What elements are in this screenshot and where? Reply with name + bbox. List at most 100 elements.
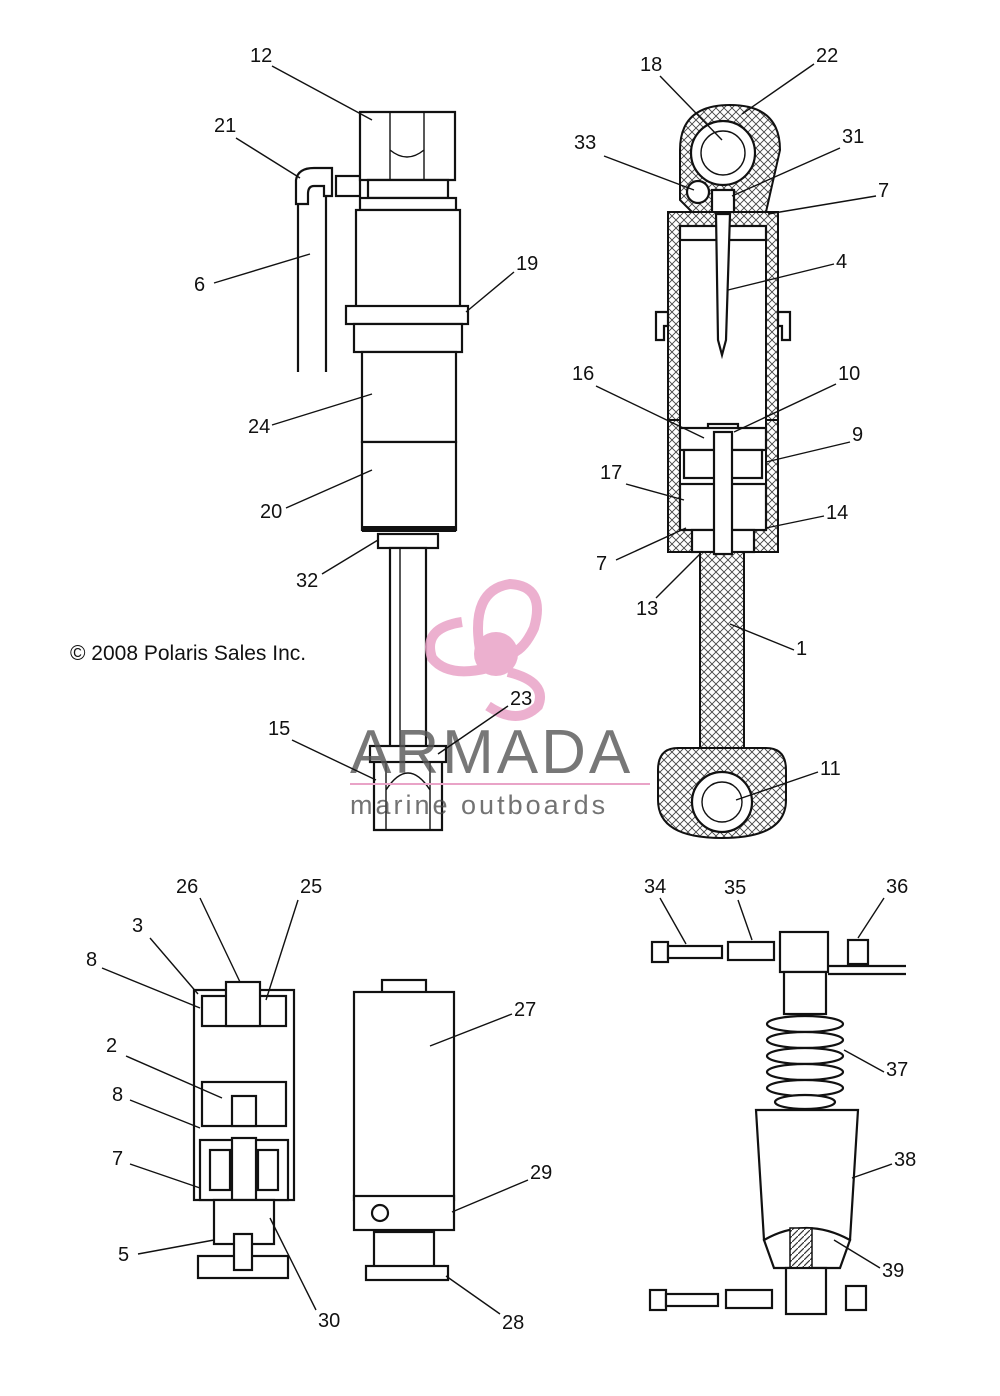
armada-watermark: ARMADA marine outboards: [350, 578, 650, 820]
leader-line-39: [833, 1239, 881, 1269]
leader-line-11: [735, 771, 819, 801]
callout-17: 17: [600, 462, 622, 484]
callout-28: 28: [502, 1312, 524, 1334]
callout-4: 4: [836, 251, 847, 273]
nut-part-36: [846, 938, 870, 966]
callout-31: 31: [842, 126, 864, 148]
leader-line-30: [269, 1217, 317, 1311]
leader-line-8a: [101, 967, 201, 1009]
top-mount: [778, 930, 830, 974]
callout-8b: 8: [112, 1084, 123, 1106]
callout-22: 22: [816, 45, 838, 67]
callout-36: 36: [886, 876, 908, 898]
callout-16: 16: [572, 363, 594, 385]
callout-7b: 7: [596, 553, 607, 575]
callout-20: 20: [260, 501, 282, 523]
clamp-ring-part-19: [344, 304, 470, 326]
callout-38: 38: [894, 1149, 916, 1171]
leader-line-17: [625, 483, 685, 501]
callout-18: 18: [640, 54, 662, 76]
shock-assembly-cutaway: [654, 103, 792, 840]
leader-line-7b: [615, 527, 687, 561]
leader-line-12: [271, 65, 373, 121]
collar-part-29: [352, 1194, 456, 1232]
leader-line-5: [137, 1239, 215, 1255]
leader-line-37: [843, 1049, 885, 1073]
leader-line-2: [125, 1055, 223, 1099]
top-eyelet-part-12: [358, 110, 457, 182]
leader-line-8b: [129, 1099, 201, 1129]
callout-27: 27: [514, 999, 536, 1021]
callout-leader-lines: [101, 63, 893, 1315]
ball-part-33: [685, 179, 711, 205]
callout-2: 2: [106, 1035, 117, 1057]
spring-part-37: [765, 1014, 845, 1111]
callout-10: 10: [838, 363, 860, 385]
callout-35: 35: [724, 877, 746, 899]
leader-line-1: [729, 623, 795, 651]
leader-line-36: [857, 897, 885, 939]
callout-34: 34: [644, 876, 666, 898]
callout-11: 11: [820, 758, 841, 780]
leader-line-35: [737, 899, 753, 941]
watermark-brand: ARMADA: [350, 718, 633, 787]
leader-line-16: [595, 385, 705, 439]
leader-line-23: [437, 705, 509, 755]
callout-32: 32: [296, 570, 318, 592]
leader-line-31: [731, 147, 841, 197]
body-part-38: [754, 1108, 860, 1242]
leader-line-38: [851, 1163, 893, 1179]
callout-19: 19: [516, 253, 538, 275]
fitting-nut: [334, 174, 362, 198]
leader-line-21: [235, 137, 301, 179]
leader-line-3: [149, 937, 199, 995]
leader-line-33: [603, 155, 695, 191]
leader-line-10: [733, 383, 837, 433]
leader-line-29: [451, 1179, 529, 1213]
callout-30: 30: [318, 1310, 340, 1332]
leader-line-9: [765, 441, 851, 463]
leader-line-34: [659, 897, 687, 945]
callout-6: 6: [194, 274, 205, 296]
callout-29: 29: [530, 1162, 552, 1184]
shock-assembly-exterior: [294, 110, 470, 832]
leader-line-24: [271, 393, 373, 426]
propeller-logo-icon: [425, 578, 545, 721]
watermark-tagline: marine outboards: [350, 790, 608, 820]
leader-line-15: [291, 739, 377, 781]
leader-line-32: [321, 539, 379, 575]
valve-part-26: [224, 980, 262, 1028]
leader-line-7a: [767, 195, 877, 215]
bolt-head-part-34: [650, 940, 670, 964]
callout-13: 13: [636, 598, 658, 620]
rod-part-1: [699, 551, 745, 753]
copyright-text: © 2008 Polaris Sales Inc.: [70, 642, 306, 665]
callout-24: 24: [248, 416, 270, 438]
body-part-20: [360, 440, 458, 532]
reservoir-part-27: [352, 990, 456, 1202]
reservoir-cutaway: [192, 980, 296, 1280]
leader-line-20: [285, 469, 373, 509]
reservoir-exterior: [352, 978, 456, 1282]
callout-5: 5: [118, 1244, 129, 1266]
callout-25: 25: [300, 876, 322, 898]
callout-12: 12: [250, 45, 272, 67]
spacer-part-35: [726, 940, 776, 962]
callout-1: 1: [796, 638, 807, 660]
body-upper: [354, 208, 462, 312]
leader-line-4: [727, 263, 835, 291]
valve-part-31: [710, 188, 736, 216]
hose-part-6: [296, 192, 328, 372]
callout-9: 9: [852, 424, 863, 446]
metering-needle-part-4: [714, 212, 732, 360]
knob-part-28: [364, 1264, 450, 1282]
callout-33: 33: [574, 132, 596, 154]
seal-part-32: [376, 532, 440, 550]
callout-23: 23: [510, 688, 532, 710]
callout-39: 39: [882, 1260, 904, 1282]
leader-line-27: [429, 1013, 513, 1047]
leader-line-22: [741, 63, 815, 115]
callout-26: 26: [176, 876, 198, 898]
coilover-assembly: [648, 930, 906, 1316]
elbow-fitting-part-21: [294, 166, 334, 206]
